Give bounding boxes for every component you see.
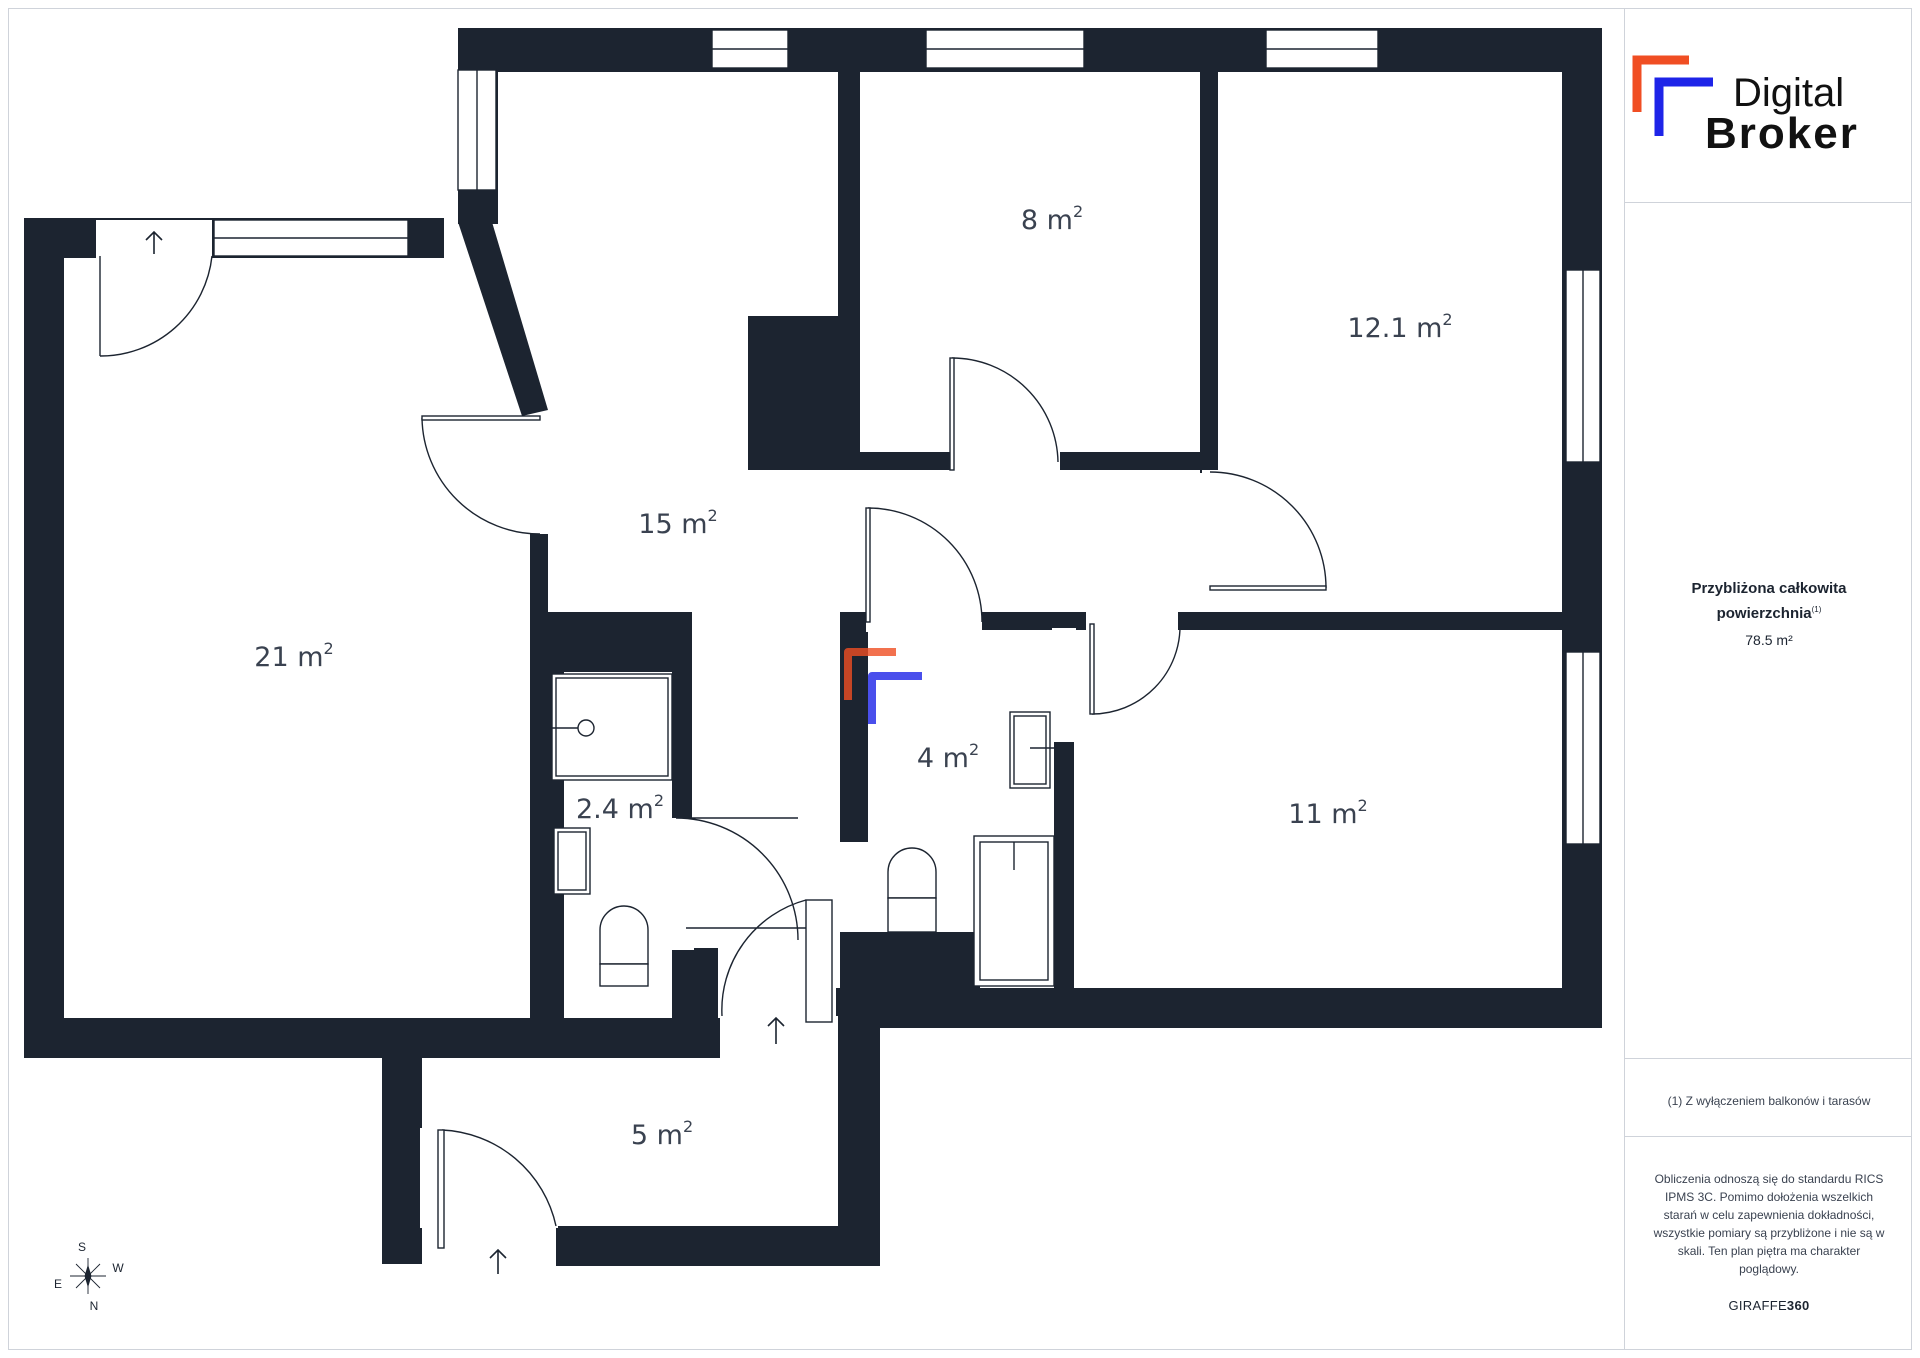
floor-plan: 21 m2 15 m2 8 m2 12.1 m2 11 m2 4 m2 2.4 … (24, 28, 1602, 1313)
entrance-arrows (145, 230, 785, 1274)
room-area-label: 15 m2 (638, 506, 717, 540)
wall-room121-bottom (1178, 612, 1602, 630)
door-living-top (99, 255, 213, 357)
door-wc (675, 817, 799, 941)
total-area-label: Przybliżona całkowita powierzchnia(1) (1691, 580, 1847, 622)
wall-entry-right (838, 1018, 880, 1266)
door-swings (99, 255, 1327, 1249)
wall-room8-bottom-b (1058, 452, 1208, 470)
compass-south: S (78, 1240, 86, 1254)
wall-entry-bottom (556, 1226, 880, 1266)
room-area-label: 5 m2 (631, 1117, 693, 1151)
wall-room8-bottom-a (838, 452, 952, 470)
wall-wc-right (672, 612, 692, 818)
room-area-label: 2.4 m2 (576, 791, 664, 825)
room-area-label: 12.1 m2 (1347, 310, 1452, 344)
wall-diagonal (458, 222, 548, 416)
provider-brand: GIRAFFE360 (1728, 1298, 1810, 1313)
wall-bottom-right (836, 988, 1602, 1028)
room-labels: 21 m2 15 m2 8 m2 12.1 m2 11 m2 4 m2 2.4 … (254, 202, 1452, 1151)
compass-rose-icon (70, 1258, 106, 1294)
wall-living-hall (530, 530, 548, 1020)
info-sidebar: Digital Broker Przybliżona całkowita pow… (1624, 8, 1912, 1350)
compass: S W E N (54, 1240, 124, 1313)
logo-text-broker: Broker (1705, 109, 1859, 158)
page-frame (8, 8, 1912, 1350)
arrow-up-living (145, 230, 163, 254)
logo-text-digital: Digital (1733, 71, 1844, 115)
total-area-value: 78.5 m² (1745, 632, 1793, 648)
wall-living-left (24, 218, 64, 1058)
footnote-marker: (1) (1811, 605, 1822, 614)
wall-entry-left (382, 1018, 422, 1264)
total-area-block: Przybliżona całkowita powierzchnia(1) 78… (1625, 578, 1913, 648)
sidebar-divider (1625, 1058, 1912, 1059)
logo-blue-mark-icon (1654, 77, 1713, 136)
wall-room8-right (1200, 28, 1218, 473)
door-room121 (1209, 471, 1327, 589)
windows (213, 29, 1601, 845)
door-bath (867, 507, 983, 623)
room-area-label: 8 m2 (1021, 202, 1083, 236)
compass-west: W (112, 1261, 124, 1275)
shower-drain (577, 719, 595, 737)
room-area-label: 11 m2 (1288, 796, 1367, 830)
sidebar-divider (1625, 1136, 1912, 1137)
wall-right (1562, 28, 1602, 1028)
door-hall-entry (686, 899, 807, 1017)
footnote-text: (1) Z wyłączeniem balkonów i tarasów (1667, 1094, 1871, 1108)
wall-pillar (748, 316, 860, 470)
room-area-label: 21 m2 (254, 639, 333, 673)
room-area-label: 4 m2 (917, 740, 979, 774)
door-room11 (1091, 623, 1181, 715)
door-living-hall (421, 417, 541, 535)
logo-orange-mark-icon (1632, 55, 1689, 112)
wc-toilet (599, 905, 649, 965)
wall-living-bottom (24, 1018, 720, 1058)
digital-broker-logo: Digital Broker (1632, 55, 1859, 158)
disclaimer-text: Obliczenia odnoszą się do standardu RICS… (1653, 1172, 1885, 1276)
sidebar-divider (1625, 202, 1912, 203)
wall-bath-left (840, 612, 868, 842)
arrow-up-hall (767, 1016, 785, 1044)
wall-bath-bottom (840, 932, 980, 988)
compass-north: N (90, 1299, 99, 1313)
bath-toilet (887, 847, 937, 899)
fixtures (548, 673, 1055, 987)
watermark-logo (844, 648, 922, 724)
wall-wc-bottom-right (672, 948, 718, 1024)
compass-east: E (54, 1277, 62, 1291)
wall-wc-top (548, 612, 692, 672)
walls (24, 28, 1602, 1266)
arrow-up-entry (489, 1248, 507, 1274)
